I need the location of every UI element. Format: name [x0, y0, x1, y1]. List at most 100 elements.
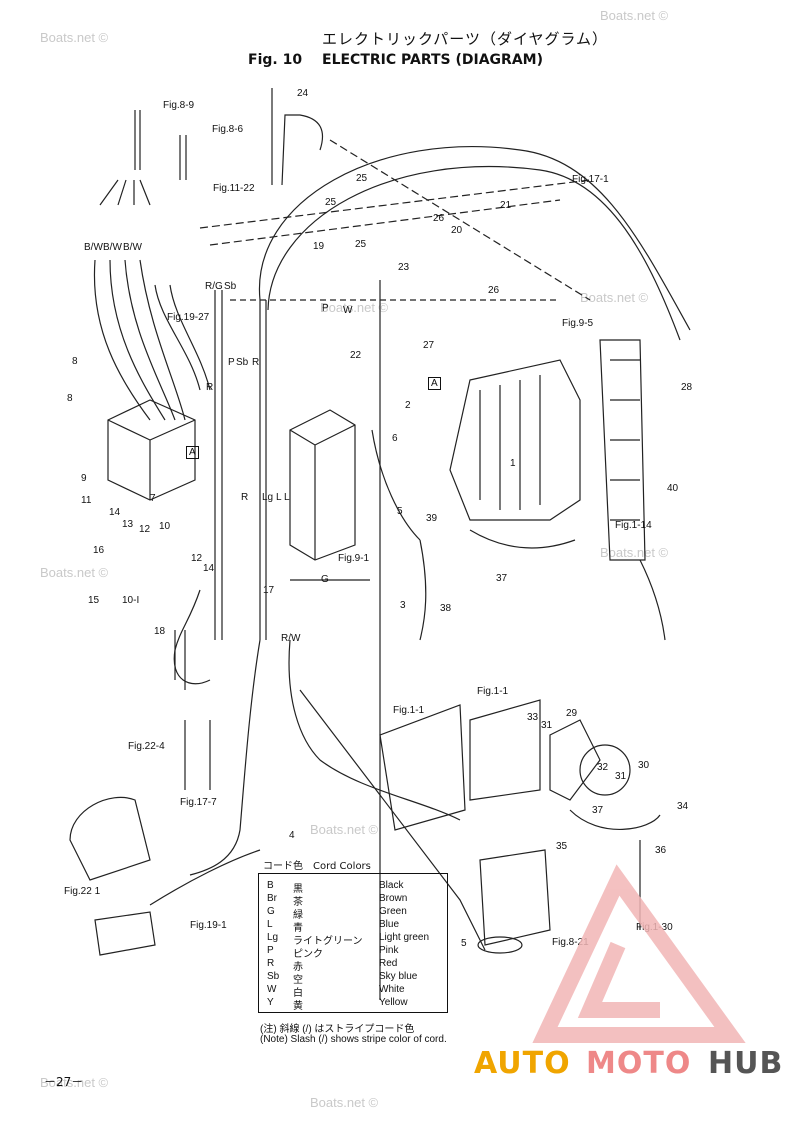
part-number: 20: [451, 225, 463, 236]
cord-color-legend: B 黒 Black Br 茶 Brown G 緑 Green L 青 Blue …: [258, 873, 448, 1013]
title-japanese: エレクトリックパーツ（ダイヤグラム）: [322, 30, 609, 48]
legend-en: Red: [379, 958, 398, 969]
legend-en: Yellow: [379, 997, 408, 1008]
part-number: 35: [556, 841, 568, 852]
title-english: ELECTRIC PARTS (DIAGRAM): [322, 52, 543, 68]
watermark: Boats.net ©: [310, 1095, 379, 1110]
fig-ref: Fig.22 1: [64, 886, 101, 897]
part-number: 26: [488, 285, 500, 296]
watermark: Boats.net ©: [600, 545, 669, 560]
legend-en: Black: [379, 880, 404, 891]
part-number: 34: [677, 801, 689, 812]
brand-moto: MOTO: [586, 1046, 692, 1081]
part-number: 2: [405, 400, 411, 411]
fig-ref: Fig.1-14: [615, 520, 652, 531]
legend-code: B: [267, 880, 274, 891]
wire-label: Sb: [236, 357, 249, 368]
part-number: 37: [592, 805, 604, 816]
part-number: 29: [566, 708, 578, 719]
page-number: －27－: [44, 1075, 84, 1089]
part-number: 25: [325, 197, 337, 208]
legend-code: Lg: [267, 932, 279, 943]
part-number: 6: [392, 433, 398, 444]
fig-ref: Fig.17-7: [180, 797, 217, 808]
legend-jp: 緑: [293, 910, 303, 921]
wire-label: B/W: [123, 242, 142, 253]
wire-label: L: [276, 492, 282, 503]
legend-code: Sb: [267, 971, 280, 982]
part-number: 22: [350, 350, 362, 361]
wire-label: P: [322, 303, 329, 314]
fig-ref: Fig.9-5: [562, 318, 594, 329]
legend-jp: ライトグリーン: [293, 936, 363, 947]
part-number: 17: [263, 585, 275, 596]
part-number: 5: [397, 506, 403, 517]
part-number: 23: [398, 262, 410, 273]
fig-ref: Fig.1-30: [636, 922, 673, 933]
legend-jp: 黄: [293, 1001, 303, 1012]
part-number: 13: [122, 519, 134, 530]
legend-code: R: [267, 958, 275, 969]
wire-label: G: [321, 574, 329, 585]
legend-code: P: [267, 945, 274, 956]
part-number: 25: [356, 173, 368, 184]
part-number: 18: [154, 626, 166, 637]
wire-label: R: [252, 357, 260, 368]
legend-en: Blue: [379, 919, 400, 930]
fig-ref: Fig.1-1: [393, 705, 425, 716]
part-number: 16: [93, 545, 105, 556]
wire-label: L: [284, 492, 290, 503]
part-number: 32: [597, 762, 609, 773]
legend-en: Green: [379, 906, 407, 917]
legend-code: Br: [267, 893, 277, 904]
watermark: Boats.net ©: [580, 290, 649, 305]
part-number: 30: [638, 760, 650, 771]
part-number: 27: [423, 340, 435, 351]
fig-ref: Fig.17-1: [572, 174, 609, 185]
wire-label: R: [241, 492, 249, 503]
legend-note-jp: (注) 斜線 (/) はストライプコード色: [260, 1024, 415, 1035]
fig-ref: Fig.8-6: [212, 124, 244, 135]
fig-ref: Fig.19-1: [190, 920, 227, 931]
legend-code: W: [267, 984, 277, 995]
wire-label: Lg: [262, 492, 274, 503]
legend-jp: 白: [293, 988, 303, 999]
part-number: 26: [433, 213, 445, 224]
fig-ref: Fig.8-9: [163, 100, 195, 111]
part-number: 36: [655, 845, 667, 856]
watermark: Boats.net ©: [310, 822, 379, 837]
part-number: 15: [88, 595, 100, 606]
wire-label: B/W: [103, 242, 122, 253]
part-number: 31: [541, 720, 553, 731]
part-number: 1: [510, 458, 516, 469]
legend-code: L: [267, 919, 273, 930]
part-number: 19: [313, 241, 325, 252]
part-number: 31: [615, 771, 627, 782]
watermark: Boats.net ©: [40, 565, 109, 580]
legend-code: G: [267, 906, 275, 917]
watermark: Boats.net ©: [40, 30, 109, 45]
watermark: Boats.net ©: [40, 1075, 109, 1090]
fig-ref: Fig.9-1: [338, 553, 370, 564]
fig-ref: Fig.19-27: [167, 312, 210, 323]
wire-label: B/W: [84, 242, 103, 253]
fig-ref: 10-I: [122, 595, 140, 606]
legend-note-en: (Note) Slash (/) shows stripe color of c…: [260, 1034, 447, 1045]
fig-ref: Fig.1-1: [477, 686, 509, 697]
watermark: Boats.net ©: [320, 300, 389, 315]
legend-en: White: [379, 984, 405, 995]
wire-label: W: [343, 305, 353, 316]
part-number: 10: [159, 521, 171, 532]
part-number: 21: [500, 200, 512, 211]
box-callout-a: A: [428, 377, 441, 390]
part-number: 9: [81, 473, 87, 484]
part-number: 38: [440, 603, 452, 614]
wire-label: P: [228, 357, 235, 368]
figure-number: Fig. 10: [248, 52, 303, 68]
part-number: 12: [139, 524, 151, 535]
part-number: 24: [297, 88, 309, 99]
legend-jp: 空: [293, 975, 303, 986]
part-number: 8: [72, 356, 78, 367]
legend-jp: 茶: [293, 897, 303, 908]
